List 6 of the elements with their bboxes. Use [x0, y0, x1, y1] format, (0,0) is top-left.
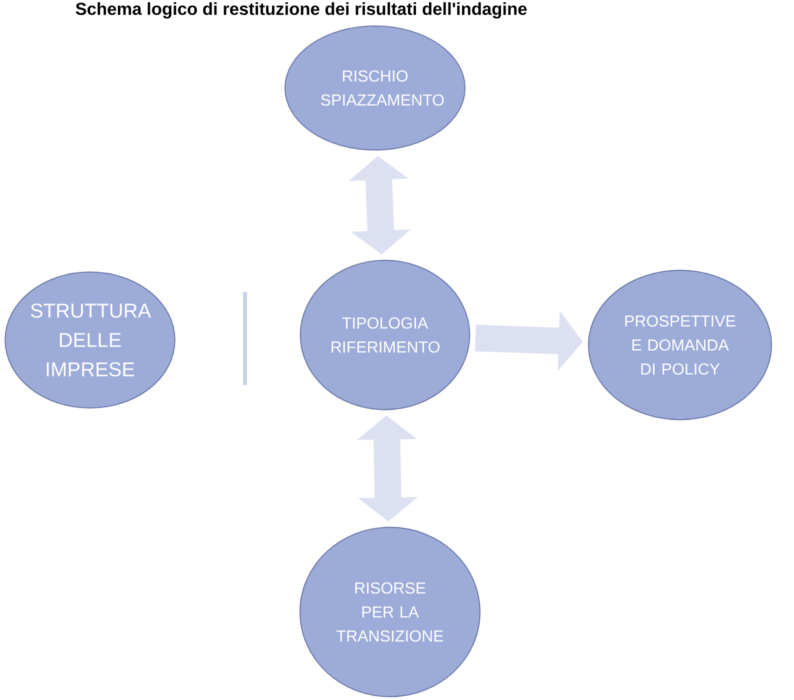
title: Schema logico di restituzione dei risultati dell'indagine [76, 2, 527, 18]
ellipse-node: TIPOLOGIA RIFERIMENTO [300, 260, 470, 410]
ellipse-node: STRUTTURA DELLE IMPRESE [4, 271, 176, 409]
ellipse-node: PROSPETTIVE E DOMANDA DI POLICY [588, 270, 772, 420]
ellipse-node: RISORSE PER LA TRANSIZIONE [299, 526, 481, 698]
ellipse-node: RISCHIO SPIAZZAMENTO [284, 25, 466, 151]
